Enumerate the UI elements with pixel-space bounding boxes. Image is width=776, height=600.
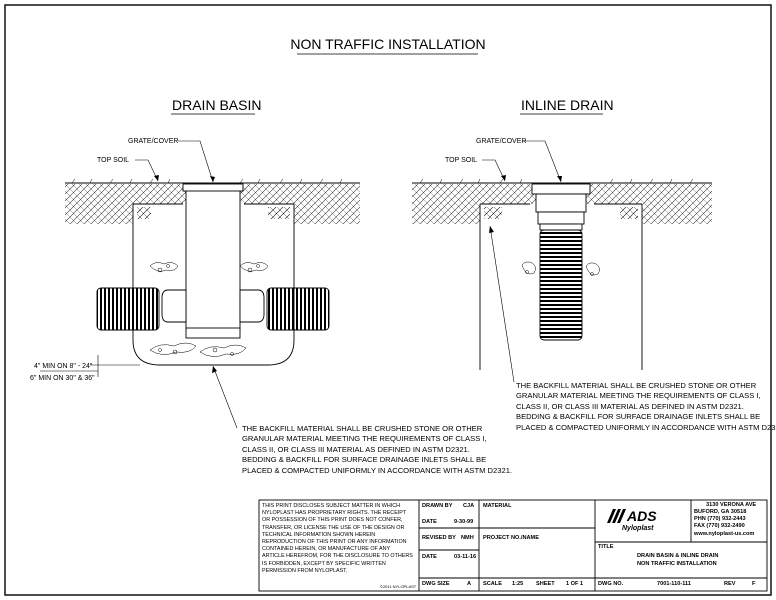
inline-drain-grate <box>531 183 591 195</box>
sheet-label: SHEET <box>536 581 555 587</box>
title-line-1: DRAIN BASIN & INLINE DRAIN <box>637 553 719 559</box>
right-corrugated-pipe <box>266 287 330 331</box>
drain-basin-backfill-note: THE BACKFILL MATERIAL SHALL BE CRUSHED S… <box>242 424 513 475</box>
copyright-note: ©2011 NYLOPLAST <box>380 584 417 589</box>
revised-by-value: NMH <box>461 535 474 541</box>
inline-corrugated-pipe <box>539 229 583 341</box>
dwg-no-value: 7001-110-111 <box>657 581 691 587</box>
inline-drain-grate-label: GRATE/COVER <box>476 138 527 145</box>
address-fax: FAX (770) 932-2490 <box>694 523 745 529</box>
sheet-value: 1 OF 1 <box>566 581 584 587</box>
drain-basin-topsoil-label: TOP SOIL <box>97 157 130 164</box>
min-depth-line-1: 4" MIN ON 8" - 24" <box>34 363 93 370</box>
grade-grass-ticks <box>71 178 343 184</box>
drawn-by-value: CJA <box>463 503 475 509</box>
address-website: www.nyloplast-us.com <box>694 531 755 537</box>
gravel-backfill <box>149 262 269 357</box>
drawing-title: NON TRAFFIC INSTALLATION <box>290 36 486 52</box>
material-label: MATERIAL <box>483 503 512 509</box>
title-line-2: NON TRAFFIC INSTALLATION <box>637 561 717 567</box>
address-phone: PHN (770) 932-2443 <box>694 516 746 522</box>
nyloplast-logo: Nyloplast <box>622 525 654 532</box>
inline-drain-view <box>412 140 712 383</box>
project-label: PROJECT NO./NAME <box>483 535 539 541</box>
dwg-size-value: A <box>467 581 472 587</box>
proprietary-disclaimer: THIS PRINT DISCLOSES SUBJECT MATTER IN W… <box>262 503 413 574</box>
drain-basin-title: DRAIN BASIN <box>172 97 262 113</box>
inline-drain-topsoil-label: TOP SOIL <box>445 157 478 164</box>
rev-value: F <box>752 581 756 587</box>
address-line-2: BUFORD, GA 30518 <box>694 509 747 515</box>
date-label-2: DATE <box>422 554 437 560</box>
drain-basin-riser <box>185 189 241 331</box>
revised-by-label: REVISED BY <box>422 535 456 541</box>
ads-logo-mark <box>607 509 626 523</box>
dwg-size-label: DWG SIZE <box>422 581 450 587</box>
dwg-no-label: DWG NO. <box>598 581 624 587</box>
scale-value: 1:25 <box>512 581 524 587</box>
rev-label: REV <box>724 581 736 587</box>
address-line-1: 3130 VERONA AVE <box>706 502 757 508</box>
drawn-by-label: DRAWN BY <box>422 503 453 509</box>
date-value-1: 9-30-99 <box>454 519 474 525</box>
drain-basin-view <box>40 140 360 429</box>
inline-drain-backfill-note: THE BACKFILL MATERIAL SHALL BE CRUSHED S… <box>516 381 776 432</box>
min-depth-line-2: 6" MIN ON 30" & 36" <box>30 375 95 382</box>
ads-logo: ADS <box>627 508 657 524</box>
date-value-2: 03-11-16 <box>454 554 477 560</box>
inline-drain-title: INLINE DRAIN <box>521 97 614 113</box>
trench-outline <box>132 203 295 285</box>
drain-basin-grate-label: GRATE/COVER <box>128 138 179 145</box>
scale-label: SCALE <box>483 581 502 587</box>
left-corrugated-pipe <box>96 287 160 331</box>
sheet-border <box>4 4 772 596</box>
drain-basin-grate <box>182 183 244 192</box>
title-label: TITLE <box>598 544 614 550</box>
date-label-1: DATE <box>422 519 437 525</box>
bedding-outline <box>132 285 295 366</box>
title-block-grid <box>258 499 768 592</box>
